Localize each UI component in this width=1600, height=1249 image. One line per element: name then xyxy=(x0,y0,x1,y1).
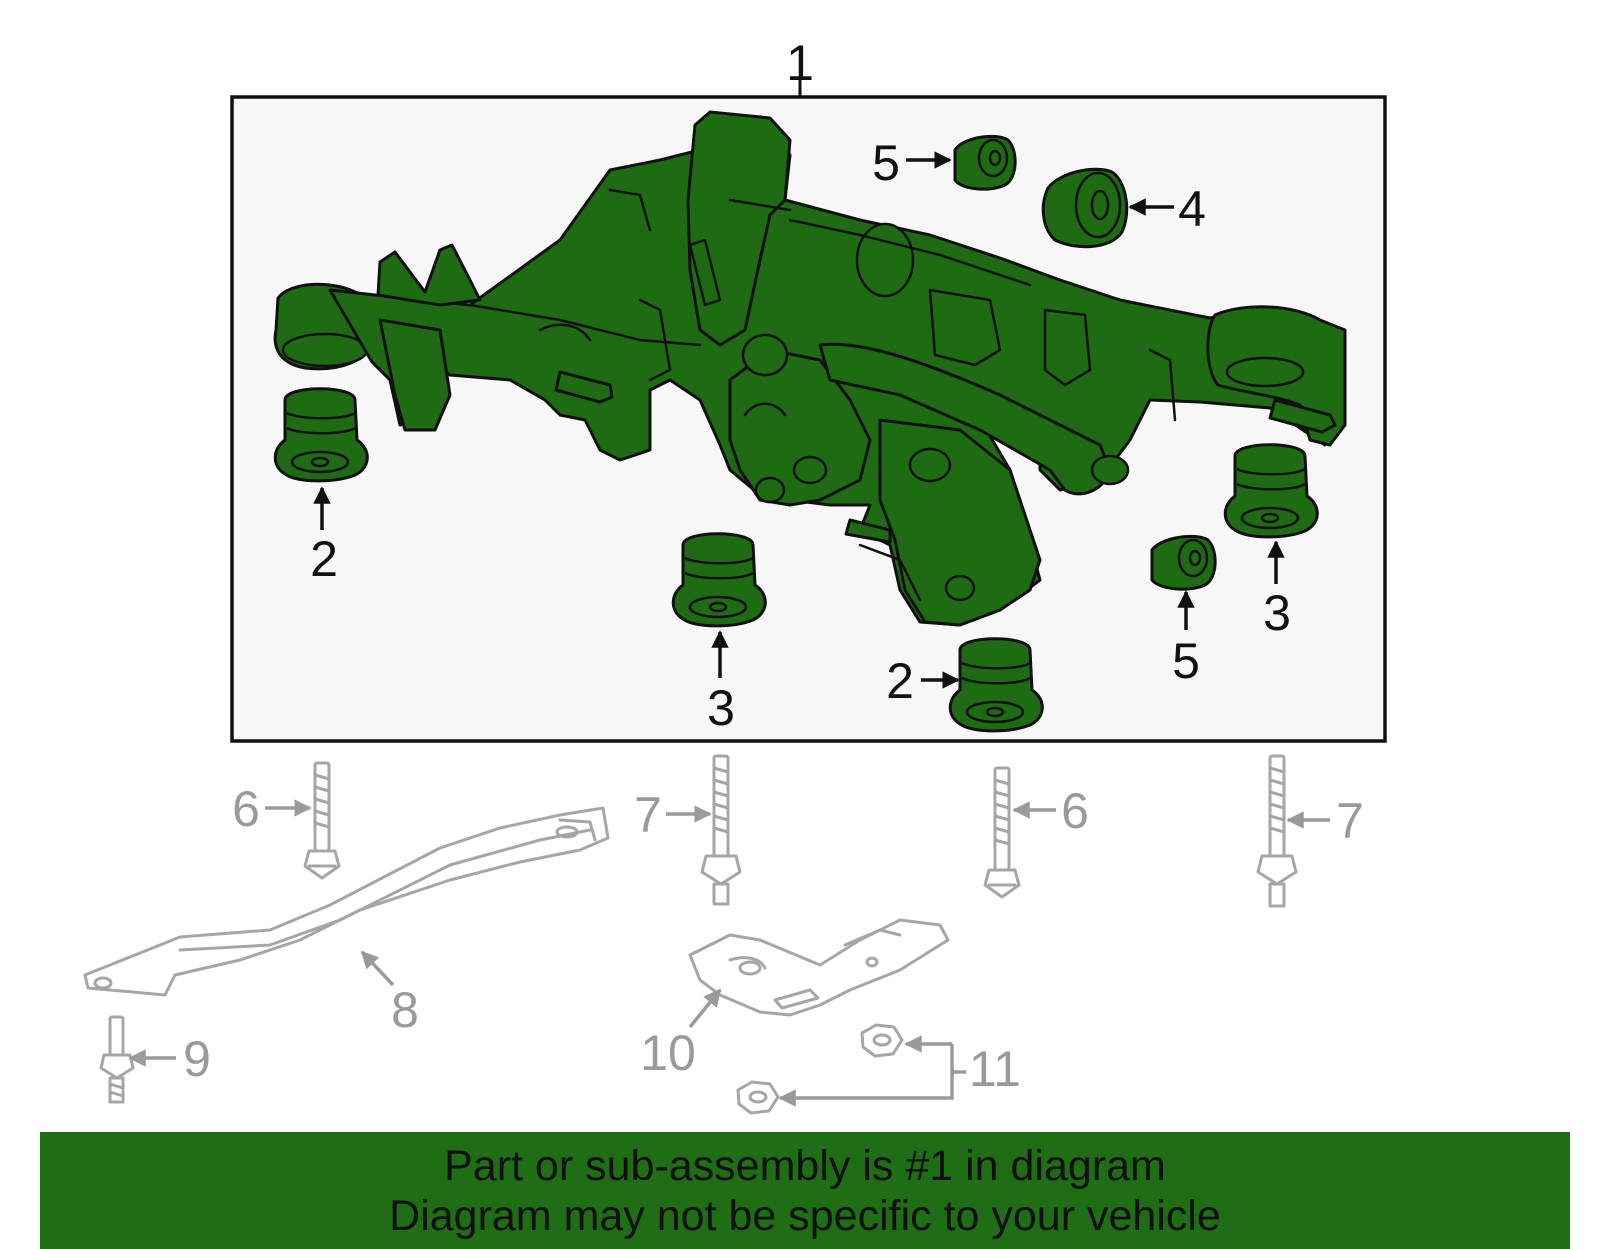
nut-11-top[interactable] xyxy=(860,1023,904,1058)
callout-6-right: 6 xyxy=(1061,783,1089,839)
callout-3-right: 3 xyxy=(1263,585,1291,641)
bolt-9[interactable] xyxy=(99,1015,135,1104)
bushing-3-right[interactable] xyxy=(1223,443,1319,539)
arrow-10 xyxy=(688,988,722,1029)
bushing-4[interactable] xyxy=(1041,167,1129,249)
banner-line-2: Diagram may not be specific to your vehi… xyxy=(389,1191,1221,1240)
callout-3-center: 3 xyxy=(707,680,735,736)
bushing-2-right[interactable] xyxy=(948,637,1044,733)
bracket-10[interactable] xyxy=(688,918,950,1017)
bolt-7-right[interactable] xyxy=(1256,754,1298,908)
callout-9: 9 xyxy=(183,1031,211,1087)
callout-4: 4 xyxy=(1178,181,1206,237)
callout-6-left: 6 xyxy=(232,781,260,837)
bolt-6-left[interactable] xyxy=(303,761,341,880)
notice-banner: Part or sub-assembly is #1 in diagram Di… xyxy=(40,1132,1570,1249)
brace-8[interactable] xyxy=(83,806,610,997)
bushing-2-left[interactable] xyxy=(273,387,369,483)
callout-11: 11 xyxy=(969,1041,1021,1097)
bushing-5-bottom[interactable] xyxy=(1150,534,1217,591)
arrow-11-bracket xyxy=(778,1072,954,1107)
bushing-5-top[interactable] xyxy=(953,134,1017,191)
callout-1: 1 xyxy=(786,35,814,91)
callout-5-bottom: 5 xyxy=(1172,633,1200,689)
banner-line-1: Part or sub-assembly is #1 in diagram xyxy=(444,1141,1166,1190)
bushing-3-center[interactable] xyxy=(671,532,767,628)
callout-2-right: 2 xyxy=(886,653,914,709)
callout-5-top: 5 xyxy=(872,135,900,191)
callout-2-left: 2 xyxy=(310,531,338,587)
crossmember-subframe[interactable] xyxy=(273,110,1347,627)
bolt-6-right[interactable] xyxy=(983,766,1021,899)
callout-7-right: 7 xyxy=(1336,793,1364,849)
callout-7-left: 7 xyxy=(634,787,662,843)
bolt-7-left[interactable] xyxy=(700,754,742,906)
arrow-8 xyxy=(360,950,395,987)
nut-11-bottom[interactable] xyxy=(736,1080,780,1115)
callout-10: 10 xyxy=(640,1025,696,1081)
callout-8: 8 xyxy=(391,982,419,1038)
